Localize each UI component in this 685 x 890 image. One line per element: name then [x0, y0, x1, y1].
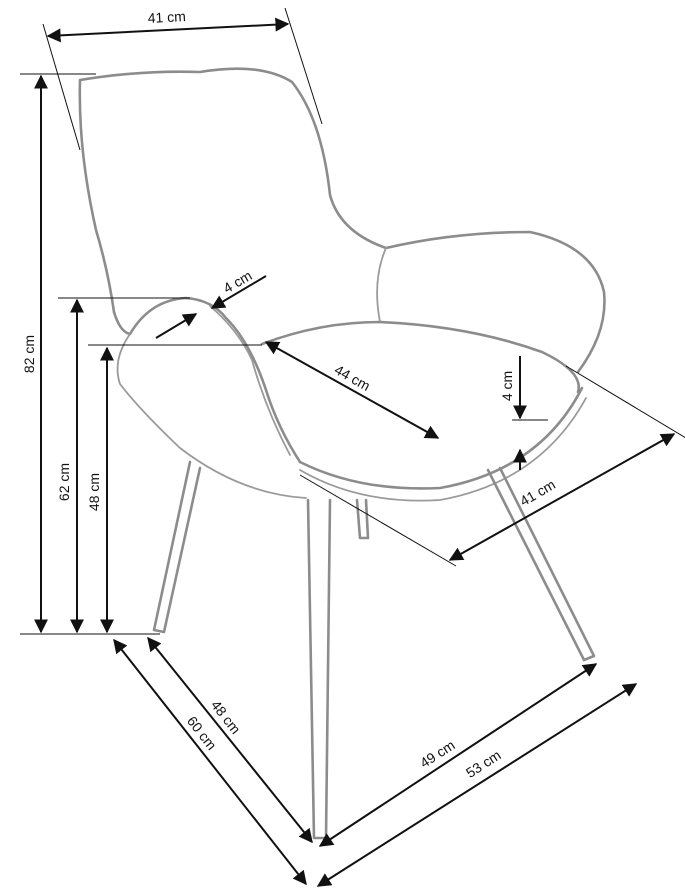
dim-leg-width-inner-arrow	[318, 663, 598, 847]
chair-backrest	[78, 67, 606, 374]
guide-seat-right-slant	[565, 365, 685, 438]
label-leg-width-outer: 53 cm	[463, 747, 504, 781]
extension-lines	[20, 7, 685, 635]
guide-top-left-slant	[42, 23, 81, 151]
guide-seat-left-slant	[299, 474, 457, 567]
label-top-width: 41 cm	[147, 8, 186, 26]
label-seat-thickness: 4 cm	[499, 371, 515, 401]
dim-leg-width-outer-arrow	[316, 683, 638, 887]
dim-seat-depth-arrow	[264, 341, 440, 439]
dimension-labels: 41 cm 82 cm 62 cm 48 cm 4 cm 44 cm 4 cm …	[21, 8, 558, 781]
label-leg-depth-inner: 48 cm	[208, 697, 244, 737]
dim-armrest-width-arrow-lower	[155, 313, 198, 339]
chair-drawing	[78, 67, 606, 840]
chair-seat-top	[260, 320, 581, 394]
dimension-arrows	[34, 17, 676, 887]
chair-leg-back-right	[355, 498, 370, 540]
dim-leg-depth-inner-arrow	[147, 636, 313, 844]
label-seat-width: 41 cm	[517, 476, 558, 509]
chair-leg-front-right	[486, 466, 596, 662]
dim-seat-width-arrow	[448, 433, 676, 561]
guide-top-right-slant	[284, 7, 323, 125]
dim-leg-depth-outer-arrow	[113, 638, 307, 886]
chair-left-armrest-edge	[209, 305, 291, 456]
label-armrest-height: 62 cm	[56, 463, 72, 501]
label-leg-depth-outer: 60 cm	[184, 713, 220, 753]
dim-armrest-width-arrow-upper	[210, 275, 267, 309]
chair-left-armrest-inner	[116, 333, 307, 499]
chair-leg-front-left	[306, 498, 332, 840]
chair-seam	[376, 247, 387, 323]
label-seat-depth: 44 cm	[332, 361, 373, 393]
label-leg-width-inner: 49 cm	[417, 737, 458, 771]
chair-backrest-left-edge	[78, 78, 116, 314]
label-seat-height: 48 cm	[86, 473, 102, 511]
dim-top-width-arrow	[46, 17, 290, 43]
chair-seat-front	[298, 386, 584, 490]
chair-left-armrest	[112, 296, 302, 464]
label-total-height: 82 cm	[21, 335, 37, 373]
chair-leg-back-left	[152, 460, 202, 634]
